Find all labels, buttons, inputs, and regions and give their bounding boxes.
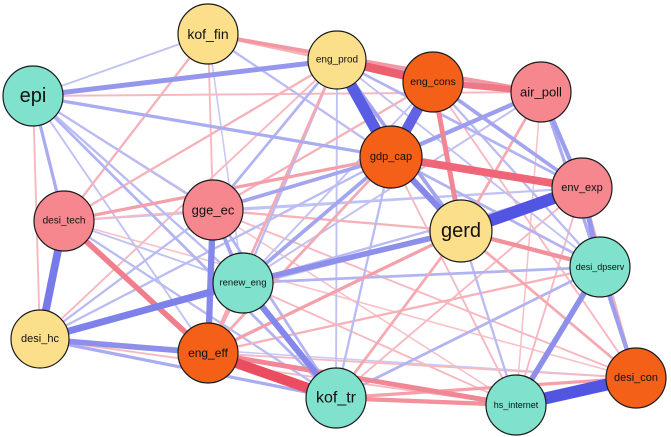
node-circle-desi_tech xyxy=(33,190,95,252)
edge-gge_ec-desi_con xyxy=(212,209,637,379)
node-circle-gerd xyxy=(429,199,493,263)
node-gge_ec[interactable]: gge_ec xyxy=(182,179,244,241)
edge-kof_tr-desi_dpserv xyxy=(335,265,601,400)
edge-eng_eff-gerd xyxy=(207,229,462,355)
node-gdp_cap[interactable]: gdp_cap xyxy=(359,125,423,189)
node-label-env_exp: env_exp xyxy=(561,182,603,194)
node-label-desi_hc: desi_hc xyxy=(21,333,59,345)
edge-kof_tr-eng_prod xyxy=(335,59,338,399)
node-label-eng_prod: eng_prod xyxy=(316,55,358,66)
node-label-gdp_cap: gdp_cap xyxy=(370,151,412,163)
edge-gge_ec-gerd xyxy=(212,208,462,233)
edge-epi-gge_ec xyxy=(32,95,214,211)
node-circle-eng_cons xyxy=(402,51,464,113)
edge-epi-kof_tr xyxy=(32,95,337,399)
edge-hs_internet-env_exp xyxy=(515,187,583,406)
node-desi_tech[interactable]: desi_tech xyxy=(33,190,95,252)
edge-gerd-kof_tr xyxy=(334,230,463,399)
node-circle-gdp_cap xyxy=(359,125,423,189)
node-kof_fin[interactable]: kof_fin xyxy=(177,3,239,65)
node-eng_prod[interactable]: eng_prod xyxy=(307,30,367,90)
edge-eng_cons-renew_eng xyxy=(242,81,434,284)
node-circle-gge_ec xyxy=(182,179,244,241)
node-circle-kof_tr xyxy=(305,367,367,429)
node-renew_eng[interactable]: renew_eng xyxy=(212,252,274,314)
edge-eng_eff-hs_internet xyxy=(207,350,517,408)
node-circle-epi xyxy=(2,65,64,127)
edge-desi_dpserv-gdp_cap xyxy=(390,155,601,269)
edge-eng_eff-gdp_cap xyxy=(206,156,393,354)
edge-hs_internet-gdp_cap xyxy=(390,156,517,406)
edge-kof_fin-air_poll xyxy=(207,32,542,94)
node-circle-renew_eng xyxy=(212,252,274,314)
node-epi[interactable]: epi xyxy=(2,65,64,127)
node-label-desi_con: desi_con xyxy=(614,372,658,384)
edge-gdp_cap-env_exp xyxy=(390,153,583,192)
edge-kof_fin-gdp_cap xyxy=(207,33,392,158)
edge-eng_prod-desi_tech xyxy=(63,59,338,222)
edge-kof_fin-desi_tech xyxy=(63,33,209,222)
node-eng_cons[interactable]: eng_cons xyxy=(402,51,464,113)
edge-epi-air_poll xyxy=(32,91,542,97)
node-circle-env_exp xyxy=(551,157,613,219)
node-label-desi_tech: desi_tech xyxy=(43,216,86,227)
edge-desi_con-eng_cons xyxy=(432,81,637,379)
node-air_poll[interactable]: air_poll xyxy=(510,61,572,123)
edge-desi_con-gerd xyxy=(460,229,637,380)
node-label-hs_internet: hs_internet xyxy=(494,400,539,410)
node-circle-eng_eff xyxy=(177,322,239,384)
node-circle-desi_hc xyxy=(10,309,70,369)
node-label-kof_fin: kof_fin xyxy=(187,26,228,42)
edge-epi-gdp_cap xyxy=(32,94,392,159)
edge-desi_dpserv-eng_prod xyxy=(336,59,601,268)
edge-eng_eff-desi_dpserv xyxy=(207,265,601,355)
node-label-air_poll: air_poll xyxy=(520,85,562,100)
node-env_exp[interactable]: env_exp xyxy=(551,157,613,219)
nodes-layer: kof_fin eng_prod eng_cons air_poll epi gdp_ca… xyxy=(2,3,667,436)
edge-desi_tech-eng_eff xyxy=(62,218,210,356)
node-label-eng_cons: eng_cons xyxy=(410,76,456,88)
edge-eng_prod-gge_ec xyxy=(211,59,339,211)
edge-kof_fin-epi xyxy=(32,33,209,97)
node-label-gerd: gerd xyxy=(441,220,481,242)
node-circle-desi_dpserv xyxy=(569,236,631,298)
edge-epi-eng_prod xyxy=(32,57,338,99)
node-label-epi: epi xyxy=(20,85,47,107)
node-circle-kof_fin xyxy=(177,3,239,65)
node-gerd[interactable]: gerd xyxy=(429,199,493,263)
node-label-gge_ec: gge_ec xyxy=(192,203,235,218)
node-desi_dpserv[interactable]: desi_dpserv xyxy=(569,236,631,298)
node-circle-hs_internet xyxy=(485,374,547,436)
edge-desi_tech-desi_con xyxy=(63,220,637,379)
edge-desi_hc-renew_eng xyxy=(39,279,244,343)
edge-renew_eng-desi_dpserv xyxy=(242,265,601,285)
node-desi_hc[interactable]: desi_hc xyxy=(10,309,70,369)
node-desi_con[interactable]: desi_con xyxy=(605,347,667,409)
edge-kof_tr-desi_con xyxy=(335,376,637,400)
node-label-eng_eff: eng_eff xyxy=(188,346,228,360)
edge-desi_hc-gdp_cap xyxy=(39,155,392,341)
node-kof_tr[interactable]: kof_tr xyxy=(305,367,367,429)
node-hs_internet[interactable]: hs_internet xyxy=(485,374,547,436)
edge-eng_prod-env_exp xyxy=(336,58,583,190)
edge-gge_ec-kof_tr xyxy=(211,209,338,399)
edge-renew_eng-hs_internet xyxy=(242,282,517,406)
node-label-renew_eng: renew_eng xyxy=(219,278,266,289)
node-eng_eff[interactable]: eng_eff xyxy=(177,322,239,384)
node-label-desi_dpserv: desi_dpserv xyxy=(576,262,625,272)
node-label-kof_tr: kof_tr xyxy=(316,390,357,407)
node-circle-desi_con xyxy=(605,347,667,409)
edge-epi-eng_eff xyxy=(32,95,209,354)
node-circle-air_poll xyxy=(510,61,572,123)
edge-renew_eng-gdp_cap xyxy=(241,155,393,285)
edge-gerd-renew_eng xyxy=(242,228,462,286)
edge-eng_eff-desi_con xyxy=(207,352,637,379)
node-circle-eng_prod xyxy=(307,30,367,90)
